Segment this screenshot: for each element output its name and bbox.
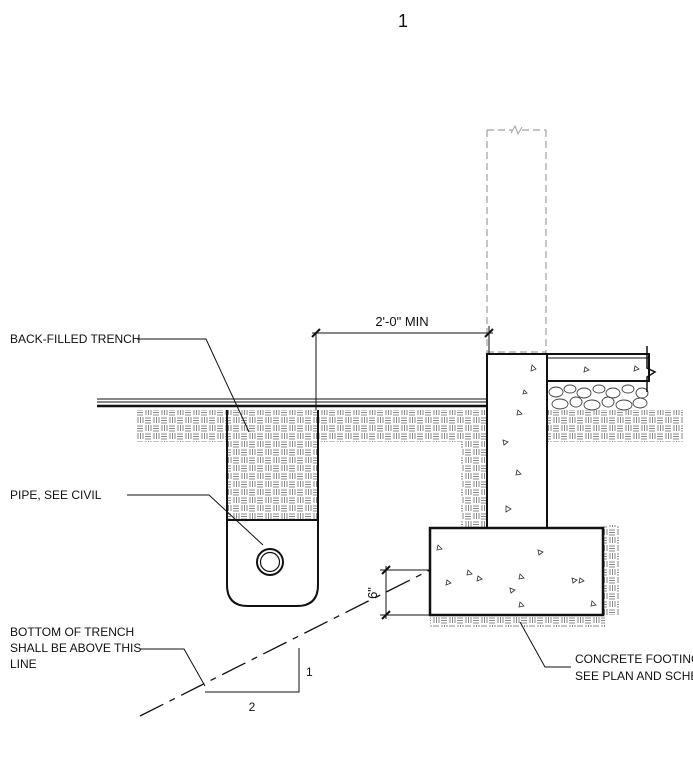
slope-rise: 1 bbox=[306, 665, 313, 679]
slope-run: 2 bbox=[249, 700, 256, 714]
slope-indicator bbox=[205, 648, 300, 693]
bottom-of-trench-label-line-3: LINE bbox=[10, 657, 37, 671]
trench-label: BACK-FILLED TRENCH bbox=[10, 332, 140, 346]
foundation-wall bbox=[486, 353, 548, 529]
slab-on-grade bbox=[546, 346, 657, 392]
bottom-of-trench-label-line-2: SHALL BE ABOVE THIS bbox=[10, 641, 141, 655]
back-filled-trench bbox=[226, 410, 319, 607]
gravel-bed bbox=[548, 384, 649, 411]
wall-above-hidden bbox=[486, 129, 547, 354]
soil-hatch bbox=[137, 410, 683, 627]
offset-label: 6" bbox=[365, 587, 380, 599]
pipe-label: PIPE, SEE CIVIL bbox=[10, 488, 102, 502]
detail-number: 1 bbox=[398, 11, 408, 31]
bottom-of-trench-label-line-1: BOTTOM OF TRENCH bbox=[10, 625, 134, 639]
pipe bbox=[256, 548, 284, 576]
ground-surface bbox=[97, 398, 487, 408]
min-distance-label: 2'-0" MIN bbox=[375, 314, 428, 329]
break-symbol bbox=[510, 124, 523, 136]
min-distance-dimension bbox=[311, 326, 494, 410]
trench-bottom-limit-line bbox=[139, 569, 431, 717]
footing-label-line-2: SEE PLAN AND SCHED bbox=[575, 669, 693, 683]
concrete-footing bbox=[428, 526, 605, 617]
footing-label-line-1: CONCRETE FOOTING, bbox=[575, 652, 693, 666]
offset-dimension bbox=[380, 565, 430, 620]
leader-lines bbox=[127, 338, 571, 687]
